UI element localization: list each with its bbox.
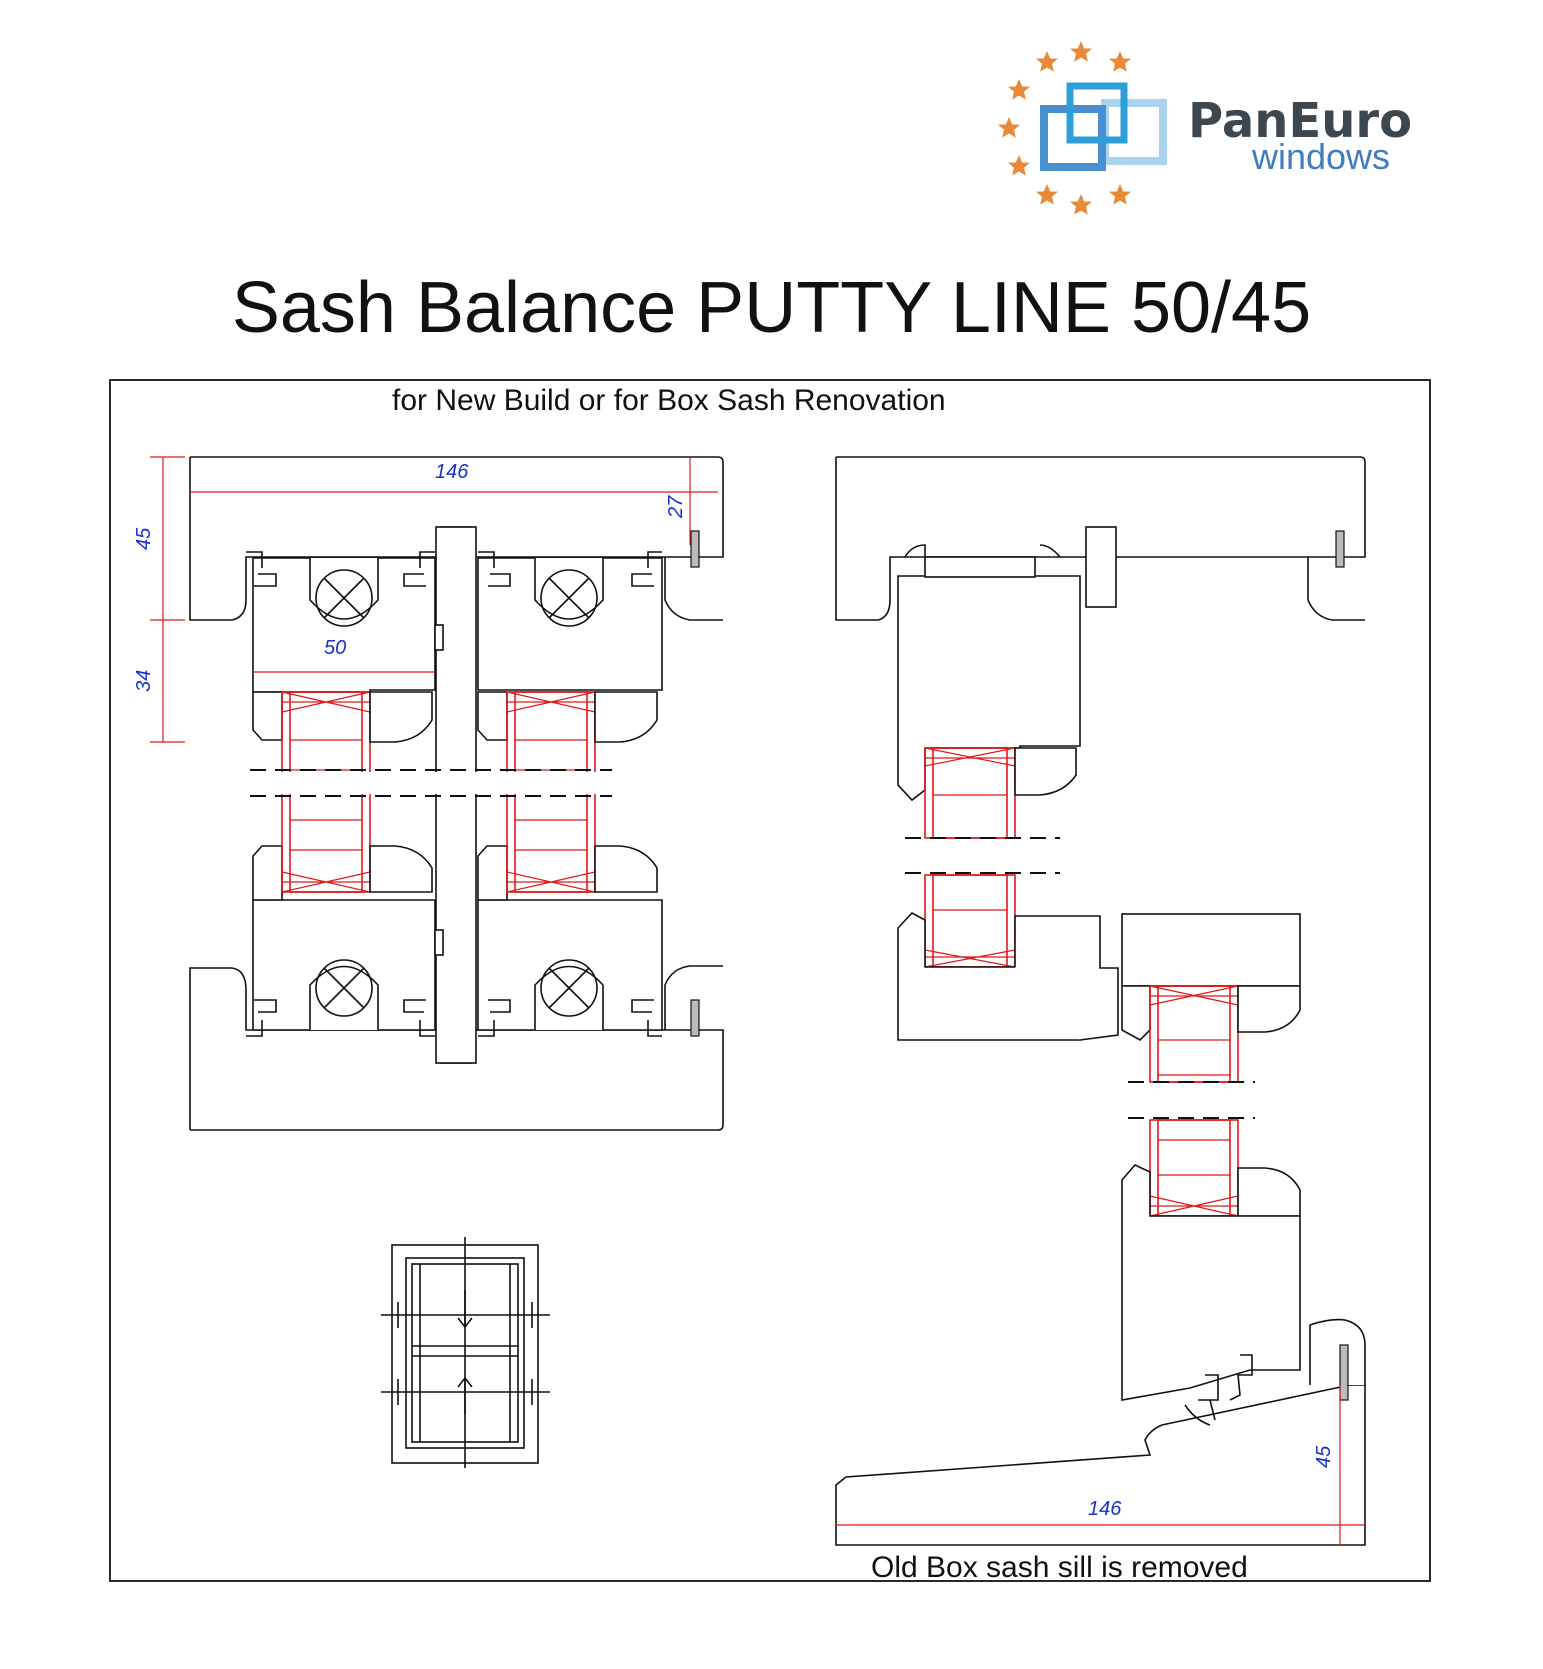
paneuro-logo: PanEuro windows	[998, 41, 1412, 215]
sash-bottom-left	[252, 899, 436, 1031]
dim-left-width: 146	[435, 461, 469, 483]
logo-name-sub: windows	[1251, 136, 1390, 177]
logo-frames-icon	[1040, 82, 1167, 171]
logo-name-main: PanEuro	[1188, 93, 1412, 149]
pulley-bottom-left	[309, 959, 379, 1030]
left-section-drawing: 146 50 45 34 27	[133, 456, 724, 1131]
pulley-bottom-right	[534, 959, 604, 1030]
dim-left-sash-width: 50	[324, 637, 346, 659]
right-sill	[835, 1384, 1366, 1546]
dim-right-sill-height: 45	[1313, 1445, 1335, 1468]
dim-right-sill-width: 146	[1088, 1498, 1122, 1520]
logo-stars	[998, 41, 1131, 215]
right-dimension-lines	[836, 1385, 1365, 1545]
window-elevation-icon	[381, 1237, 550, 1468]
right-lower-sash	[1121, 1164, 1301, 1401]
pulley-top-left	[309, 558, 379, 627]
left-dimension-lines	[150, 456, 718, 743]
right-section-drawing: 146 45	[835, 456, 1366, 1546]
pulley-top-right	[534, 558, 604, 627]
page-title: Sash Balance PUTTY LINE 50/45	[231, 268, 1312, 348]
drawing-border	[109, 379, 1431, 1582]
sash-bottom-right	[477, 899, 663, 1031]
dim-left-head-depth: 27	[665, 495, 687, 519]
dim-left-sash-height: 34	[133, 670, 155, 692]
bottom-caption: Old Box sash sill is removed	[871, 1551, 1248, 1584]
dim-left-frame-height: 45	[133, 527, 155, 550]
subtitle: for New Build or for Box Sash Renovation	[392, 384, 946, 417]
